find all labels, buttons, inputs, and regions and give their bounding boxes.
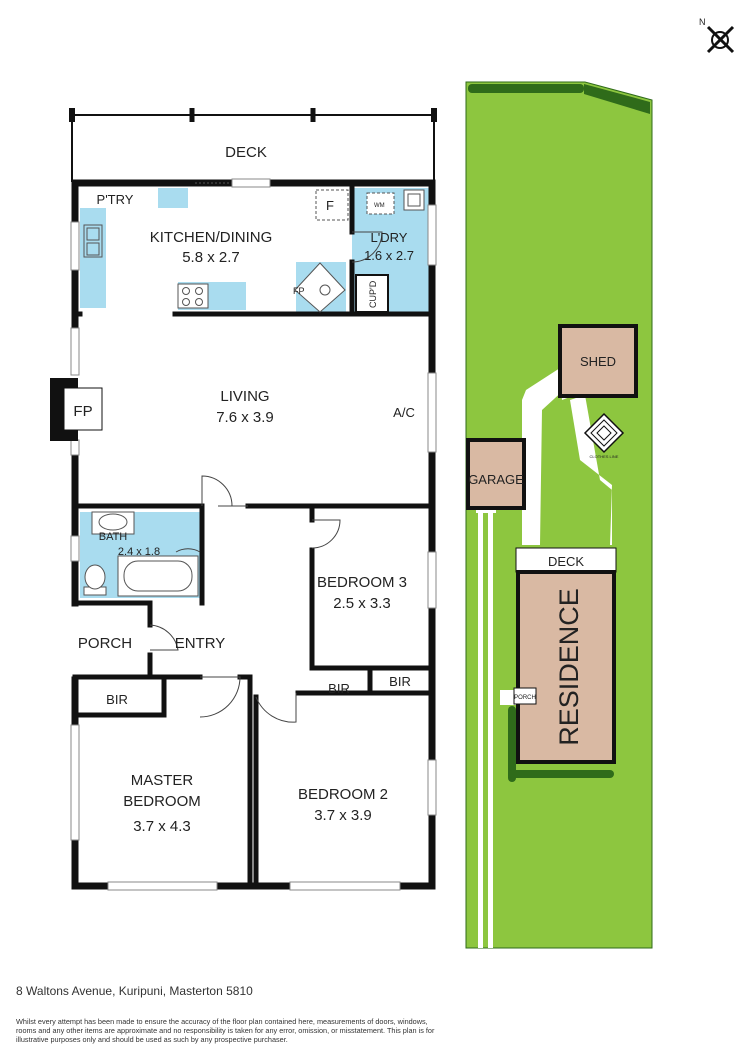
hedge-top <box>468 84 650 114</box>
residence: RESIDENCE PORCH <box>513 570 616 764</box>
master-label-line2: BEDROOM <box>123 793 201 810</box>
cupboard-label: CUP'D <box>368 280 378 308</box>
kitchen-fireplace-label: FP <box>293 286 305 296</box>
pantry-bench <box>158 188 188 208</box>
bedroom2-bir-label: BIR <box>328 681 350 696</box>
kitchen-fixtures: F FP <box>83 189 349 313</box>
windows <box>70 178 437 891</box>
residence-deck-label: DECK <box>548 554 584 569</box>
deck-label: DECK <box>225 144 267 161</box>
bath-size: 2.4 x 1.8 <box>118 546 160 558</box>
house-floor-plan: F FP WM CUP'D <box>50 108 437 891</box>
kitchen-sink-icon <box>83 224 103 258</box>
living-size: 7.6 x 3.9 <box>216 409 274 426</box>
shed-label: SHED <box>580 354 616 369</box>
door-swings <box>149 231 383 723</box>
shed: SHED <box>558 324 638 398</box>
kitchen-bench-left <box>80 208 106 308</box>
clothes-line-icon: CLOTHES LINE <box>583 412 625 459</box>
cupboard-floor <box>356 275 388 312</box>
lawn <box>465 81 653 949</box>
basin-icon <box>91 511 135 535</box>
washing-machine-space <box>366 192 395 215</box>
laundry-label: L'DRY <box>371 230 408 245</box>
laundry-fixtures: WM CUP'D <box>355 189 425 313</box>
garage: GARAGE <box>466 438 526 510</box>
bedroom2-label: BEDROOM 2 <box>298 786 388 803</box>
toilet-icon <box>83 564 107 596</box>
bedroom3-size: 2.5 x 3.3 <box>333 595 391 612</box>
laundry-size: 1.6 x 2.7 <box>364 248 414 263</box>
master-label-line1: MASTER <box>131 772 194 789</box>
residence-deck: DECK <box>515 547 617 573</box>
clothes-line-label: CLOTHES LINE <box>590 454 619 459</box>
interior-walls <box>72 185 435 889</box>
fridge-label: F <box>326 198 334 213</box>
master-bir-label: BIR <box>106 692 128 707</box>
bath-label: BATH <box>99 531 128 543</box>
porch-label: PORCH <box>78 635 132 652</box>
site-plan: SHED CLOTHES LINE GARAGE DECK RESIDENCE … <box>465 81 653 949</box>
bedroom3-bir-label: BIR <box>389 674 411 689</box>
bath-fixtures <box>83 511 199 597</box>
bedroom2-size: 3.7 x 3.9 <box>314 807 372 824</box>
compass-icon <box>706 25 735 54</box>
bedroom3-label: BEDROOM 3 <box>317 574 407 591</box>
garage-label: GARAGE <box>468 472 524 487</box>
cooktop-icon <box>177 283 209 309</box>
cupboard <box>355 274 389 313</box>
washing-machine-label: WM <box>374 203 385 209</box>
disclaimer: Whilst every attempt has been made to en… <box>16 1017 435 1044</box>
laundry-tub-icon <box>403 189 425 211</box>
living-label: LIVING <box>220 388 269 405</box>
ac-label: A/C <box>393 405 415 420</box>
pantry-label: P'TRY <box>97 192 134 207</box>
hedges <box>508 706 614 782</box>
residence-porch-label: PORCH <box>514 695 536 701</box>
master-size: 3.7 x 4.3 <box>133 818 191 835</box>
compass: N <box>699 17 735 54</box>
property-address: 8 Waltons Avenue, Kuripuni, Masterton 58… <box>16 984 253 998</box>
entry-label: ENTRY <box>175 635 226 652</box>
bathtub-icon <box>117 555 199 597</box>
living-fireplace-label: FP <box>73 403 92 420</box>
kitchen-size: 5.8 x 2.7 <box>182 249 240 266</box>
kitchen-label: KITCHEN/DINING <box>150 229 273 246</box>
living-fireplace <box>50 378 103 441</box>
fireplace-icon <box>294 262 346 313</box>
residence-label: RESIDENCE <box>554 588 584 746</box>
north-label: N <box>699 17 706 27</box>
fridge-space <box>315 189 349 221</box>
